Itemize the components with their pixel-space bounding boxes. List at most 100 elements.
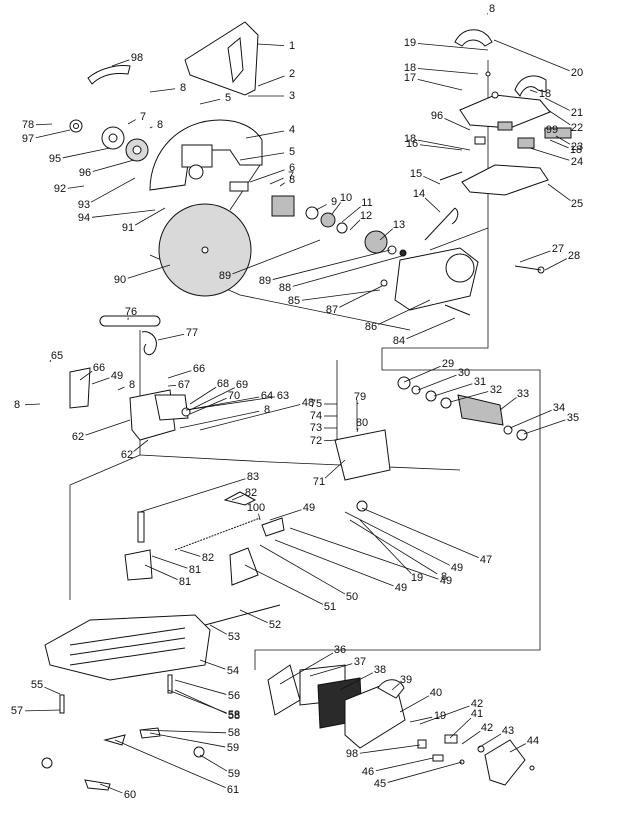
part-number-label: 89 [219, 270, 231, 282]
leader-line [419, 705, 470, 725]
leader-line [249, 169, 285, 183]
part-number-label: 25 [571, 198, 583, 210]
leader-line [544, 97, 570, 111]
part-number-label: 78 [22, 119, 34, 131]
leader-line [406, 317, 456, 340]
leader-line [387, 761, 463, 783]
part-number-label: 5 [289, 146, 295, 158]
part-number-label: 58 [228, 727, 240, 739]
leader-line [289, 527, 439, 580]
part-number-label: 53 [228, 631, 240, 643]
leader-line [79, 370, 93, 381]
leader-line [449, 717, 472, 739]
part-number-label: 12 [360, 210, 372, 222]
part-number-label: 43 [502, 725, 514, 737]
leader-line [149, 88, 176, 93]
part-number-label: 8 [157, 119, 163, 131]
part-number-label: 38 [374, 664, 386, 676]
leader-line [523, 419, 566, 435]
leader-line [519, 250, 551, 263]
leader-line [157, 333, 185, 341]
part-number-label: 55 [31, 679, 43, 691]
part-number-label: 74 [310, 410, 322, 422]
part-number-label: 23 [571, 141, 583, 153]
leader-line [35, 123, 53, 126]
leader-line [35, 129, 71, 139]
part-number-label: 66 [193, 363, 205, 375]
leader-line [111, 59, 130, 67]
part-number-label: 82 [202, 552, 214, 564]
part-number-label: 8 [129, 379, 135, 391]
leader-line [529, 89, 538, 93]
part-number-label: 18 [539, 88, 551, 100]
leader-line [359, 744, 421, 754]
leader-line [544, 258, 567, 271]
leader-line [423, 175, 441, 185]
leader-line [49, 359, 52, 363]
leader-line [419, 144, 463, 151]
part-number-label: 49 [303, 502, 315, 514]
leader-lines [24, 13, 571, 794]
part-number-label: 28 [568, 250, 580, 262]
leader-line [259, 544, 346, 595]
part-number-label: 68 [217, 378, 229, 390]
leader-line [139, 729, 227, 734]
leader-line [417, 68, 479, 75]
part-number-label: 46 [362, 766, 374, 778]
leader-line [149, 126, 153, 129]
part-number-label: 8 [264, 404, 270, 416]
leader-line [117, 386, 125, 391]
leader-line [257, 75, 285, 87]
part-number-label: 15 [410, 168, 422, 180]
leader-line [231, 494, 244, 501]
part-number-label: 33 [517, 388, 529, 400]
part-number-label: 69 [236, 379, 248, 391]
part-number-label: 70 [228, 390, 240, 402]
part-number-label: 9 [331, 196, 337, 208]
part-number-label: 99 [546, 124, 558, 136]
leader-line [433, 383, 473, 397]
part-number-label: 4 [289, 124, 295, 136]
part-number-label: 18 [570, 144, 582, 156]
part-number-label: 42 [471, 698, 483, 710]
part-number-label: 71 [313, 476, 325, 488]
part-number-label: 49 [111, 370, 123, 382]
leader-line [292, 255, 403, 287]
leader-line [349, 219, 361, 231]
part-number-label: 75 [310, 398, 322, 410]
part-number-label: 31 [474, 376, 486, 388]
part-number-label: 20 [571, 67, 583, 79]
part-number-label: 49 [440, 575, 452, 587]
leader-line [417, 374, 457, 391]
leader-line [341, 206, 361, 223]
part-number-label: 97 [22, 133, 34, 145]
part-number-label: 19 [434, 710, 446, 722]
leader-line [555, 135, 571, 145]
leader-line [274, 539, 394, 587]
leader-line [179, 410, 260, 429]
leader-line [324, 459, 346, 479]
part-number-label: 29 [442, 358, 454, 370]
leader-line [323, 439, 338, 442]
part-number-label: 44 [527, 735, 539, 747]
part-number-label: 22 [571, 122, 583, 134]
leader-line [269, 509, 302, 521]
leader-line [199, 659, 226, 670]
leader-line [272, 249, 391, 280]
part-number-label: 49 [451, 562, 463, 574]
part-number-label: 62 [121, 449, 133, 461]
part-number-label: 100 [247, 502, 265, 514]
leader-line [379, 228, 393, 241]
part-number-label: 83 [247, 471, 259, 483]
leader-line [301, 289, 381, 301]
leader-line [344, 511, 451, 566]
leader-line [24, 403, 41, 406]
leader-line [67, 185, 85, 189]
leader-line [361, 507, 479, 559]
part-number-label: 58 [228, 710, 240, 722]
part-number-label: 8 [441, 571, 447, 583]
leader-line [269, 177, 284, 185]
part-number-label: 37 [354, 656, 366, 668]
leader-line [232, 239, 321, 275]
